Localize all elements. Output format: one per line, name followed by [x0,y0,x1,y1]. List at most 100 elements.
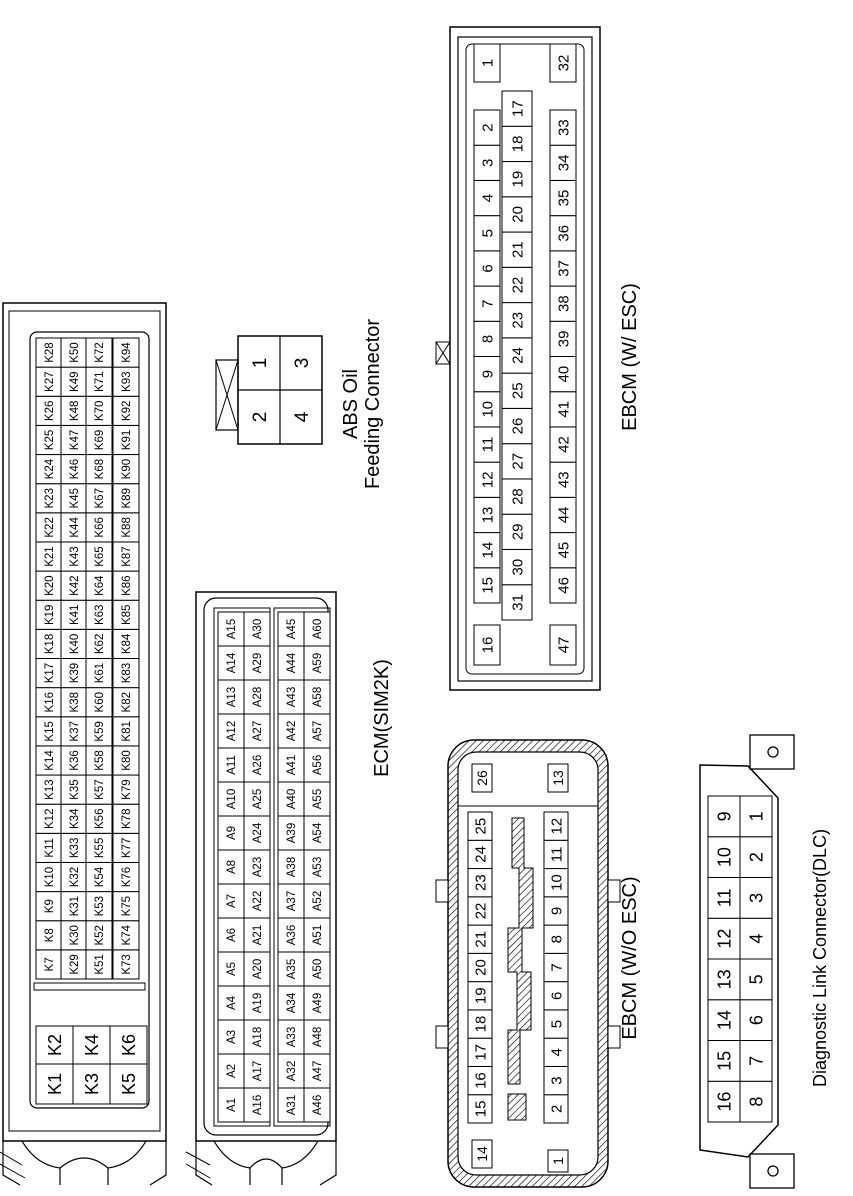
pin-label: 36 [555,225,572,242]
pin-label: 38 [555,295,572,312]
ecm-a-pin: A43 [277,679,305,715]
pin-label: 43 [555,471,572,488]
ecm-k-pin: K45 [60,483,88,514]
ecm-k-pin: K12 [35,803,63,834]
ebcm-wo-pin: 5 [543,1009,569,1039]
pin-label: A19 [252,993,264,1013]
pin-label: 45 [555,542,572,559]
pin-label: 42 [555,436,572,453]
pin-label: 19 [472,987,489,1004]
ebcm-w-pin: 17 [501,90,533,127]
ebcm-wo-pin: 24 [467,839,493,870]
pin-label: 13 [550,770,566,786]
pin-label: A60 [312,619,324,639]
ebcm-w-pin: 31 [501,584,533,621]
ecm-k-pin: K53 [85,891,113,922]
ebcm-w-pin: 27 [501,443,533,480]
ecm-a-pin: A25 [243,781,271,817]
pin-label: K25 [44,430,56,450]
pin-label: K18 [44,634,56,654]
pin-label: K3 [82,1073,102,1095]
ecm-a-pin: A58 [303,679,331,715]
ecm-a-pin: A27 [243,713,271,749]
ecm-k-pin-grid: K7K8K9K10K11K12K13K14K15K16K17K18K19K20K… [35,337,140,980]
ecm-a-pin: A23 [243,849,271,885]
pin-label: A20 [252,959,264,979]
ebcm-wo-pin: 10 [543,868,569,898]
ecm-k-pin: K79 [112,774,140,805]
ecm-a-pin: A54 [303,815,331,851]
ecm-k-power-pin: K1 [35,1063,74,1105]
ebcm-w-pin: 36 [549,215,577,252]
ecm-a-pin: A35 [277,951,305,987]
pin-label: K24 [44,458,56,479]
pin-label: 8 [746,1097,766,1107]
pin-label: K21 [44,546,56,566]
pin-label: 27 [509,453,526,470]
pin-label: A32 [286,1061,298,1081]
ecm-a-pin: A57 [303,713,331,749]
ecm-k-pin: K40 [60,628,88,660]
ecm-k-power-pin: K2 [35,1025,74,1065]
pin-label: 28 [509,488,526,505]
pin-label: K85 [121,605,133,625]
ecm-k-pin: K86 [112,570,140,601]
ebcm-wo-pin: 12 [543,811,569,841]
ecm-k-power-pin: K3 [72,1063,111,1105]
ecm-a-pin: A40 [277,781,305,817]
ecm-a-pin: A14 [217,645,245,681]
ecm-k-pin: K33 [60,832,88,863]
ebcm-w-pin: 41 [549,391,577,428]
dlc-pin: 9 [707,795,741,838]
pin-label: K45 [69,488,81,508]
pin-label: A57 [312,721,324,741]
ecm-k-pin: K22 [35,512,63,543]
ebcm-wo-pin: 23 [467,868,493,898]
ebcm-w-pin: 42 [549,426,577,463]
ecm-a-pin: A28 [243,679,271,715]
ecm-a-pin: A21 [243,917,271,953]
pin-label: A8 [226,860,238,874]
ecm-a-pin: A12 [217,713,245,749]
ebcm-w-pin: 43 [549,461,577,498]
pin-label: K2 [45,1034,65,1056]
ecm-a-pin: A51 [303,917,331,953]
pin-label: K38 [69,692,81,712]
ebcm-w-pin: 21 [501,231,533,268]
ecm-k-pin: K47 [60,424,88,456]
pin-label: A13 [226,687,238,707]
ebcm-wo-pin: 7 [543,952,569,983]
ebcm-wo-pin: 19 [467,981,493,1011]
abs-label-line2: Feeding Connector [362,319,384,489]
pin-label: A29 [252,653,264,673]
pin-label: 13 [714,969,734,989]
pin-label: A4 [226,995,238,1010]
pin-label: A3 [226,1030,238,1044]
dlc-pin: 11 [707,877,741,919]
pin-label: K14 [44,750,56,771]
ebcm-w-pin: 3 [473,144,501,181]
pin-label: A52 [312,891,324,911]
ecm-k-pin: K28 [35,337,63,368]
pin-label: K22 [44,517,56,537]
pin-label: A15 [226,619,238,639]
pin-label: 29 [509,523,526,540]
pin-label: K58 [94,750,106,770]
pin-label: K60 [94,692,106,712]
ebcm-wo-pin: 11 [543,839,569,870]
ecm-a-pin: A31 [277,1087,305,1123]
ecm-k-connector: K7K8K9K10K11K12K13K14K15K16K17K18K19K20K… [0,302,167,1186]
pin-label: K33 [69,838,81,858]
pin-label: 12 [714,929,734,949]
ecm-k-pin: K68 [85,454,113,485]
ecm-a-pin: A18 [243,1019,271,1055]
ebcm-w-pin: 35 [549,179,577,217]
ecm-k-pin: K16 [35,687,63,718]
ecm-k-pin: K23 [35,483,63,514]
ebcm-w-corner-pin: 32 [549,43,577,83]
dlc-pin: 8 [739,1080,773,1123]
ebcm-w-pin: 33 [549,109,577,146]
pin-label: 8 [479,335,496,343]
ecm-a-pin: A60 [303,611,331,647]
